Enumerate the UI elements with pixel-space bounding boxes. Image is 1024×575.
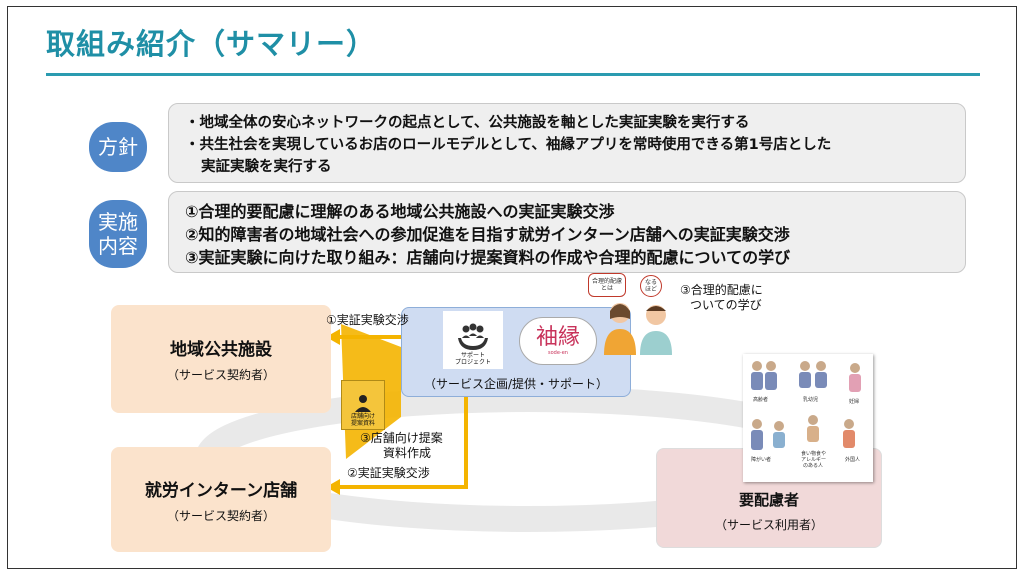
proposal-document-icon: 店舗向け 提案資料 bbox=[341, 380, 385, 430]
implementation-label-2: 内容 bbox=[98, 234, 138, 258]
support-project-logo: サポート プロジェクト bbox=[443, 311, 503, 369]
caption-foreigner: 外国人 bbox=[845, 457, 861, 463]
intern-store-name: 就労インターン店舗 bbox=[144, 480, 298, 501]
service-provider-box: サポート プロジェクト 袖縁 sode-en （サービス企画/提供・サポート） bbox=[401, 307, 631, 397]
policy-label: 方針 bbox=[98, 135, 138, 159]
service-provider-label: （サービス企画/提供・サポート） bbox=[423, 377, 609, 391]
caption-elderly: 高齢者 bbox=[753, 397, 769, 403]
implementation-item-1: ①合理的要配慮に理解のある地域公共施設への実証実験交渉 bbox=[185, 202, 615, 221]
page-title: 取組み紹介（サマリー） bbox=[46, 27, 377, 61]
arrow1-label: ①実証実験交渉 bbox=[326, 313, 409, 327]
learning-label-1: ③合理的配慮に bbox=[680, 283, 763, 297]
hands-people-icon bbox=[458, 323, 488, 350]
implementation-item-2: ②知的障害者の地域社会への参加促進を目指す就労インターン店舗への実証実験交渉 bbox=[185, 225, 790, 244]
caption-food-2: アレルギー bbox=[801, 457, 827, 463]
care-recipients-illustration: 高齢者 乳幼児 妊婦 障がい者 食い物食や アレルギー のある人 外国人 bbox=[743, 354, 873, 482]
speech-bubble-1: 合理的配慮 とは bbox=[588, 273, 626, 297]
policy-panel: ・地域全体の安心ネットワークの起点として、公共施設を軸とした実証実験を実行する … bbox=[168, 103, 966, 183]
arrow3-label-2: 資料作成 bbox=[383, 446, 432, 460]
speech-bubble-2: なる ほど bbox=[640, 275, 662, 297]
bubble1-line-2: とは bbox=[600, 285, 613, 292]
policy-line-1: ・地域全体の安心ネットワークの起点として、公共施設を軸とした実証実験を実行する bbox=[185, 115, 750, 131]
implementation-pill: 実施 内容 bbox=[89, 200, 147, 268]
caption-food-3: のある人 bbox=[803, 463, 824, 469]
need-person-sub: （サービス利用者） bbox=[714, 518, 823, 532]
caption-pregnant: 妊婦 bbox=[849, 399, 860, 405]
caption-disabled: 障がい者 bbox=[751, 457, 772, 463]
policy-pill: 方針 bbox=[89, 122, 147, 172]
person-icon bbox=[355, 395, 371, 412]
arrow1-head bbox=[326, 329, 340, 345]
caption-food-1: 食い物食や bbox=[801, 451, 827, 457]
intern-store-sub: （サービス契約者） bbox=[166, 508, 275, 523]
need-person-name: 要配慮者 bbox=[738, 491, 799, 509]
local-facility-box: 地域公共施設 （サービス契約者） bbox=[111, 305, 331, 413]
arrow2-label: ②実証実験交渉 bbox=[347, 466, 430, 480]
title-underline bbox=[46, 73, 980, 76]
kizuna-logo: 袖縁 sode-en bbox=[519, 317, 597, 365]
caption-infant: 乳幼児 bbox=[803, 397, 819, 403]
proposal-doc-line-1: 店舗向け bbox=[350, 413, 375, 420]
bubble2-line-2: ほど bbox=[644, 286, 657, 293]
support-logo-line-1: サポート bbox=[460, 352, 485, 359]
policy-line-2: ・共生社会を実現しているお店のロールモデルとして、袖縁アプリを常時使用できる第1… bbox=[185, 137, 832, 153]
policy-line-3: 実証実験を実行する bbox=[201, 159, 332, 175]
kizuna-logo-text: 袖縁 bbox=[535, 325, 580, 350]
local-facility-sub: （サービス契約者） bbox=[166, 368, 275, 382]
slide: 取組み紹介（サマリー） 方針 ・地域全体の安心ネットワークの起点として、公共施設… bbox=[7, 6, 1017, 569]
care-recipients-icon bbox=[751, 361, 861, 450]
implementation-panel: ①合理的要配慮に理解のある地域公共施設への実証実験交渉 ②知的障害者の地域社会へ… bbox=[168, 191, 966, 273]
connector-center-to-store bbox=[338, 391, 468, 489]
implementation-label-1: 実施 bbox=[98, 210, 138, 234]
bubble2-line-1: なる bbox=[644, 279, 657, 286]
arrow2-head bbox=[326, 479, 340, 495]
people-learning-icon bbox=[604, 303, 672, 355]
learning-label-2: ついての学び bbox=[690, 298, 762, 312]
implementation-item-3: ③実証実験に向けた取り組み：店舗向け提案資料の作成や合理的配慮についての学び bbox=[185, 248, 791, 267]
proposal-doc-line-2: 提案資料 bbox=[350, 420, 375, 427]
intern-store-box: 就労インターン店舗 （サービス契約者） bbox=[111, 447, 331, 552]
support-logo-line-2: プロジェクト bbox=[454, 359, 491, 366]
arrow3-label-1: ③店舗向け提案 bbox=[360, 431, 443, 445]
kizuna-logo-sub: sode-en bbox=[548, 350, 568, 356]
bubble1-line-1: 合理的配慮 bbox=[591, 278, 622, 285]
local-facility-name: 地域公共施設 bbox=[170, 340, 272, 360]
